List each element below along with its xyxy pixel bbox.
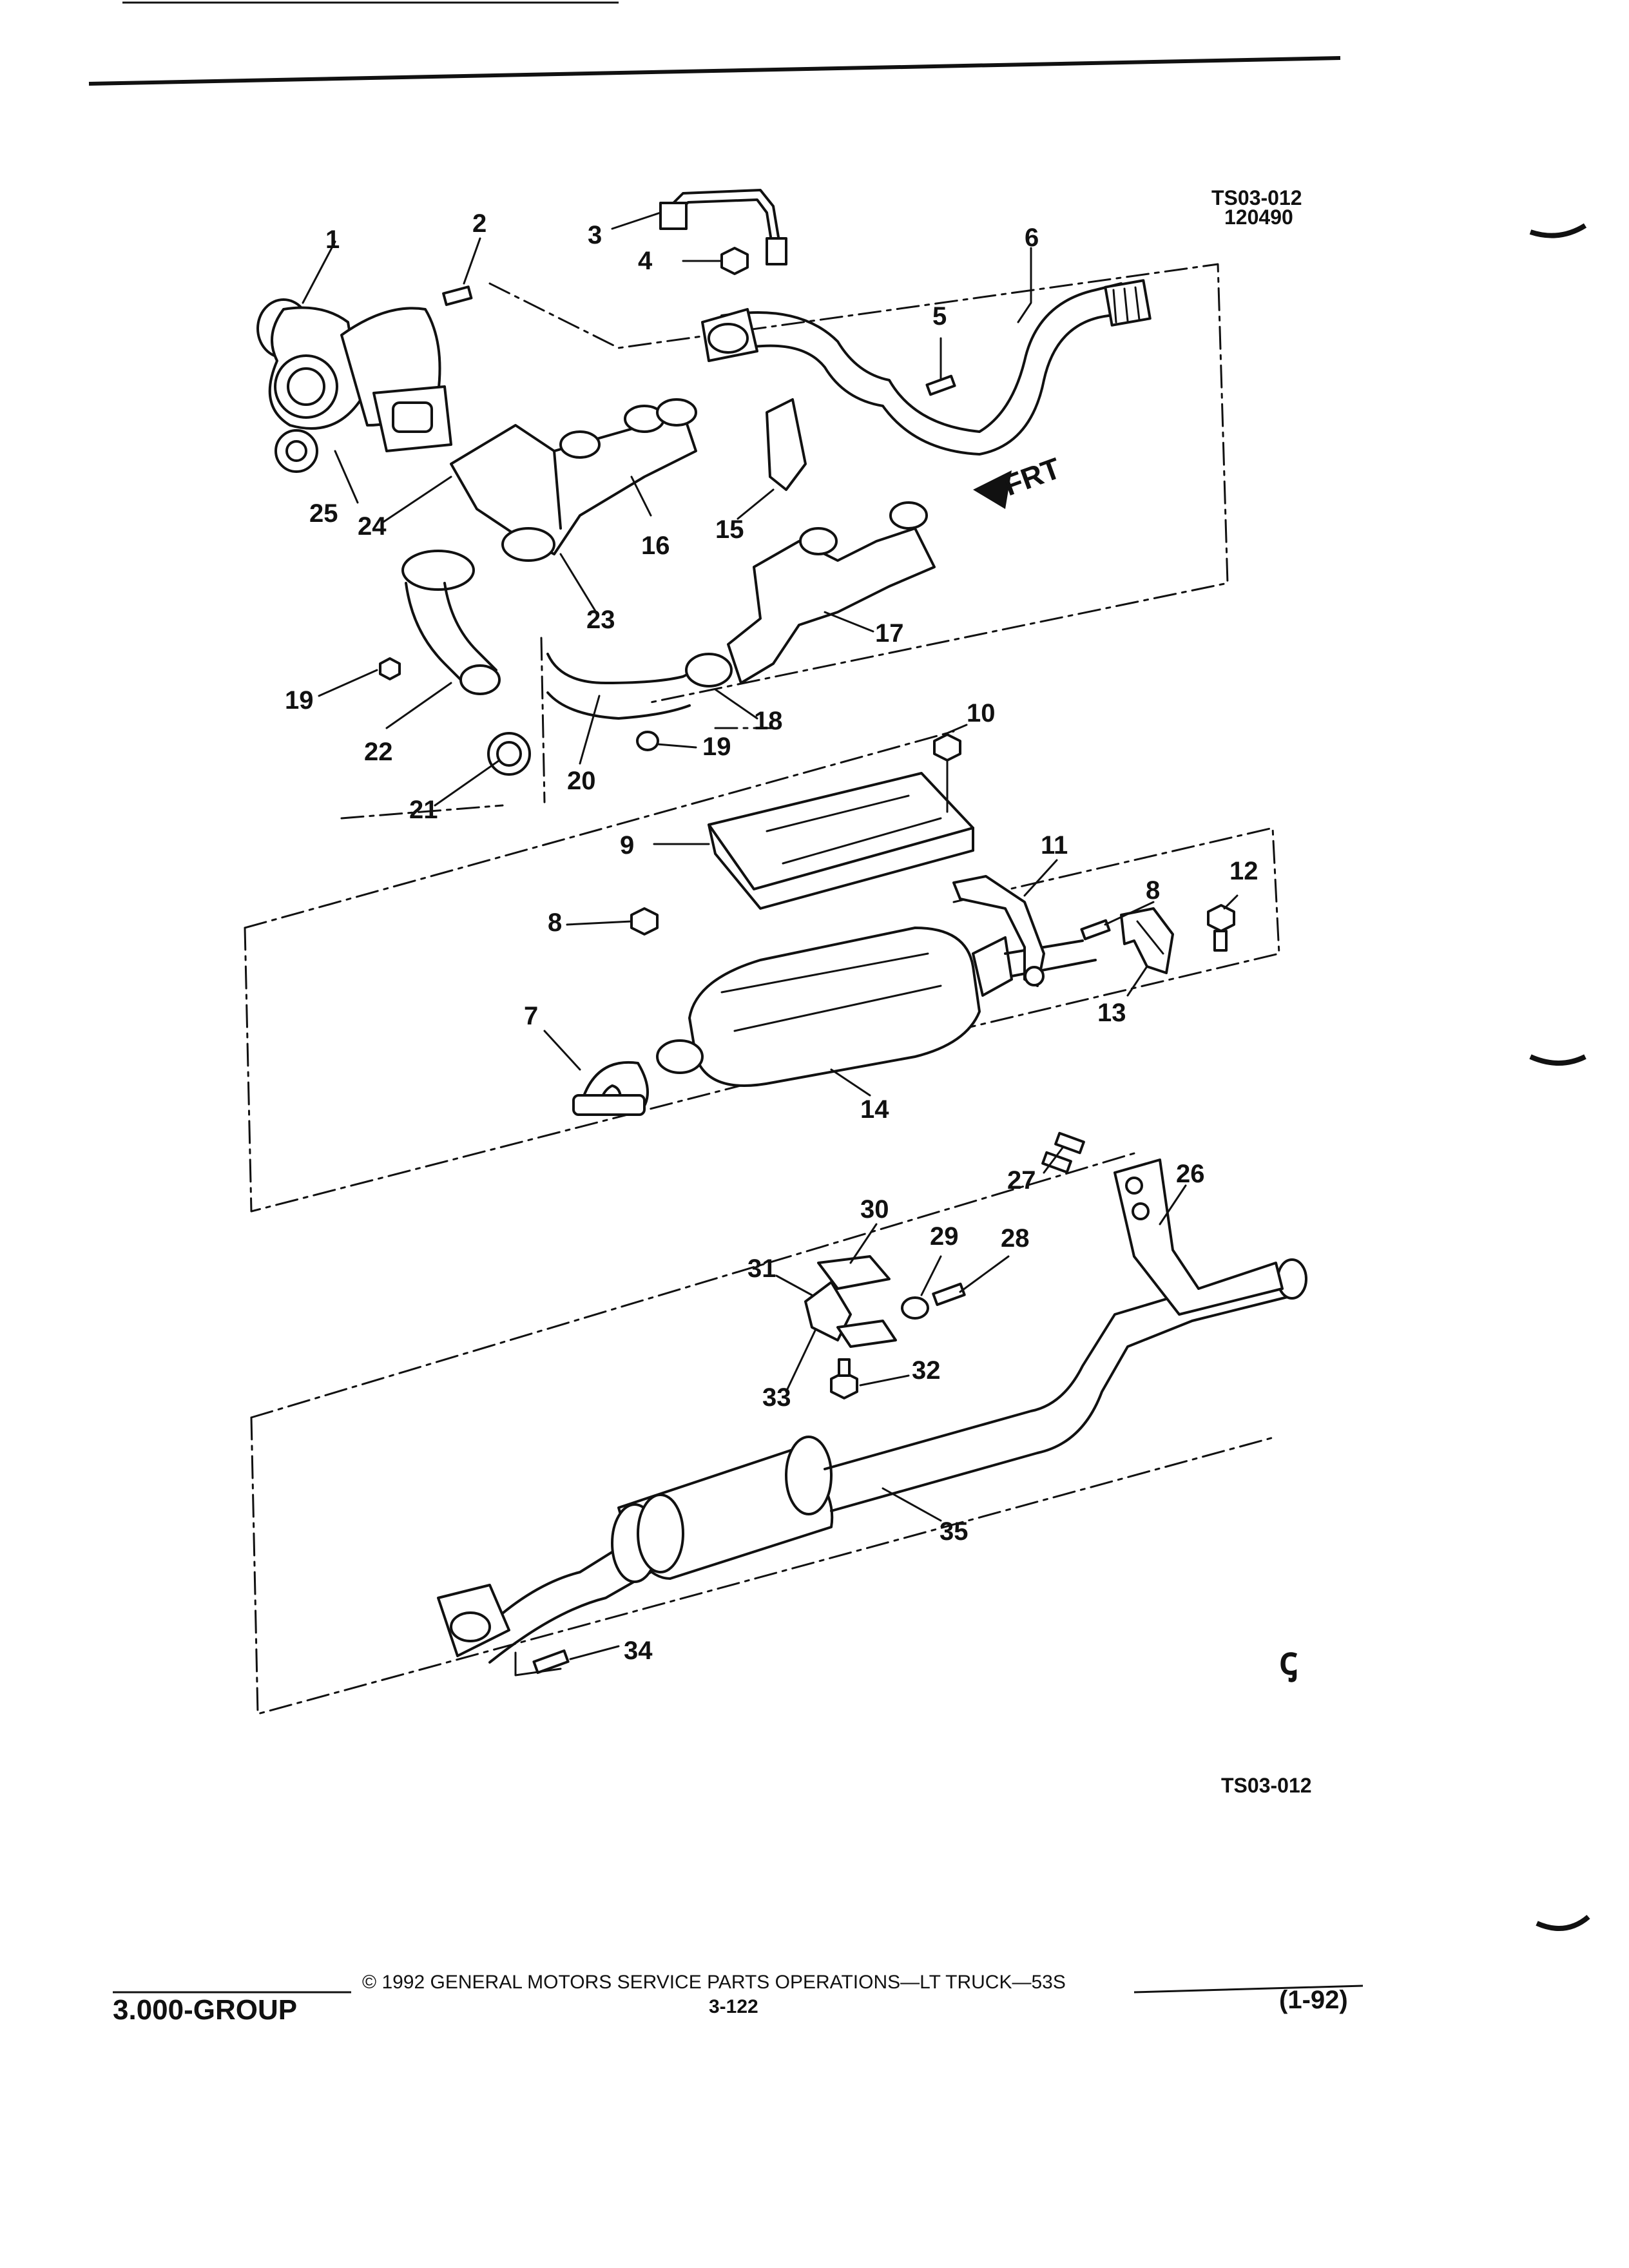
nut bbox=[720, 247, 749, 275]
heat-shield bbox=[708, 772, 974, 910]
callout-label: 15 bbox=[715, 515, 744, 544]
callout-label: 13 bbox=[1097, 999, 1126, 1027]
bottom-ref-code: TS03-012 bbox=[1221, 1774, 1312, 1797]
callout-label: 21 bbox=[409, 796, 438, 824]
callout-label: 33 bbox=[762, 1383, 791, 1412]
callout-label: 8 bbox=[1146, 876, 1160, 905]
callout-label: 28 bbox=[1001, 1224, 1030, 1253]
callout-label: 23 bbox=[586, 606, 615, 634]
callout-label: 11 bbox=[1041, 831, 1068, 860]
catalytic-converter bbox=[656, 927, 1097, 1087]
callout-label: 19 bbox=[285, 686, 314, 715]
bolt bbox=[932, 1282, 966, 1306]
bolt bbox=[925, 374, 956, 396]
bolt bbox=[1054, 1131, 1085, 1155]
leader-lines-lower bbox=[514, 1146, 1187, 1677]
callout-label: 2 bbox=[472, 209, 487, 238]
hanger-bracket bbox=[1113, 1158, 1284, 1316]
hanger-bracket bbox=[952, 875, 1045, 987]
callout-label: 12 bbox=[1229, 857, 1258, 885]
callout-label: 30 bbox=[860, 1195, 889, 1224]
front-direction-indicator bbox=[973, 470, 1012, 509]
bolt bbox=[1207, 904, 1235, 952]
bolt bbox=[630, 907, 659, 936]
exhaust-manifold-left bbox=[450, 398, 697, 555]
callout-label: 17 bbox=[875, 619, 904, 648]
figure-ref-date: 120490 bbox=[1224, 206, 1293, 229]
turbocharger bbox=[256, 298, 452, 473]
corner-symbol: ꞔ bbox=[1279, 1639, 1298, 1682]
hanger bbox=[1120, 907, 1174, 974]
callout-label: 32 bbox=[912, 1356, 941, 1385]
callout-label: 9 bbox=[620, 831, 634, 860]
edge-mark bbox=[1536, 1914, 1590, 1931]
callout-label: 20 bbox=[567, 767, 596, 795]
muffler-assembly bbox=[437, 1258, 1307, 1664]
leader-lines-middle bbox=[543, 724, 1239, 1097]
callout-label: 26 bbox=[1176, 1160, 1205, 1188]
footer-page-number: 3-122 bbox=[709, 1996, 758, 2017]
exhaust-manifold-right bbox=[727, 501, 936, 684]
callout-label: 22 bbox=[364, 738, 393, 766]
nut bbox=[379, 657, 401, 680]
callout-label: 25 bbox=[309, 499, 338, 528]
exhaust-pipe-left bbox=[401, 550, 501, 695]
callout-label: 31 bbox=[747, 1254, 776, 1283]
muffler-bracket bbox=[804, 1255, 897, 1348]
callout-label: 18 bbox=[754, 707, 783, 735]
callout-label: 5 bbox=[932, 302, 947, 331]
u-bolt-clamp bbox=[572, 1061, 649, 1116]
oxygen-sensor-pipe bbox=[659, 189, 787, 265]
gasket bbox=[501, 527, 555, 562]
direction-label: FRT bbox=[999, 451, 1065, 502]
nut bbox=[636, 731, 659, 751]
bolt bbox=[1041, 1151, 1072, 1174]
bolt bbox=[830, 1358, 858, 1399]
leader-lines-upper bbox=[302, 211, 1032, 807]
callout-label: 6 bbox=[1025, 224, 1039, 252]
footer-revision: (1-92) bbox=[1279, 1986, 1348, 2014]
stud bbox=[442, 285, 473, 306]
footer-copyright: © 1992 GENERAL MOTORS SERVICE PARTS OPER… bbox=[362, 1972, 1066, 1993]
exhaust-crossover-pipe bbox=[701, 279, 1152, 456]
callout-label: 24 bbox=[358, 512, 387, 541]
callout-label: 34 bbox=[624, 1637, 653, 1665]
footer-group-label: 3.000-GROUP bbox=[113, 1994, 298, 2026]
clamp bbox=[487, 732, 531, 776]
footer-rule-right bbox=[1133, 1984, 1364, 1994]
callout-label: 1 bbox=[325, 226, 340, 254]
middle-section bbox=[244, 724, 1280, 1213]
header-rule bbox=[88, 56, 1341, 86]
callout-label: 4 bbox=[638, 247, 653, 275]
callout-label: 16 bbox=[641, 532, 670, 560]
callout-label: 35 bbox=[940, 1517, 969, 1546]
washer bbox=[901, 1296, 929, 1320]
bolt bbox=[933, 733, 961, 813]
exhaust-pipe-right bbox=[546, 653, 733, 720]
upper-section bbox=[256, 189, 1229, 820]
callout-label: 14 bbox=[860, 1095, 889, 1124]
bracket bbox=[766, 398, 807, 491]
bolt bbox=[1080, 919, 1111, 941]
callout-label: 27 bbox=[1007, 1166, 1036, 1195]
callout-label: 29 bbox=[930, 1222, 959, 1251]
callout-label: 10 bbox=[967, 699, 996, 727]
bolt bbox=[532, 1649, 570, 1675]
callout-label: 3 bbox=[588, 221, 602, 249]
callout-label: 7 bbox=[524, 1002, 538, 1030]
lower-section bbox=[250, 1131, 1307, 1715]
edge-mark bbox=[1529, 1054, 1586, 1066]
callout-label: 19 bbox=[702, 733, 731, 761]
figure-ref-code: TS03-012 bbox=[1211, 186, 1302, 209]
edge-mark bbox=[1529, 223, 1587, 238]
callout-label: 8 bbox=[548, 908, 562, 937]
